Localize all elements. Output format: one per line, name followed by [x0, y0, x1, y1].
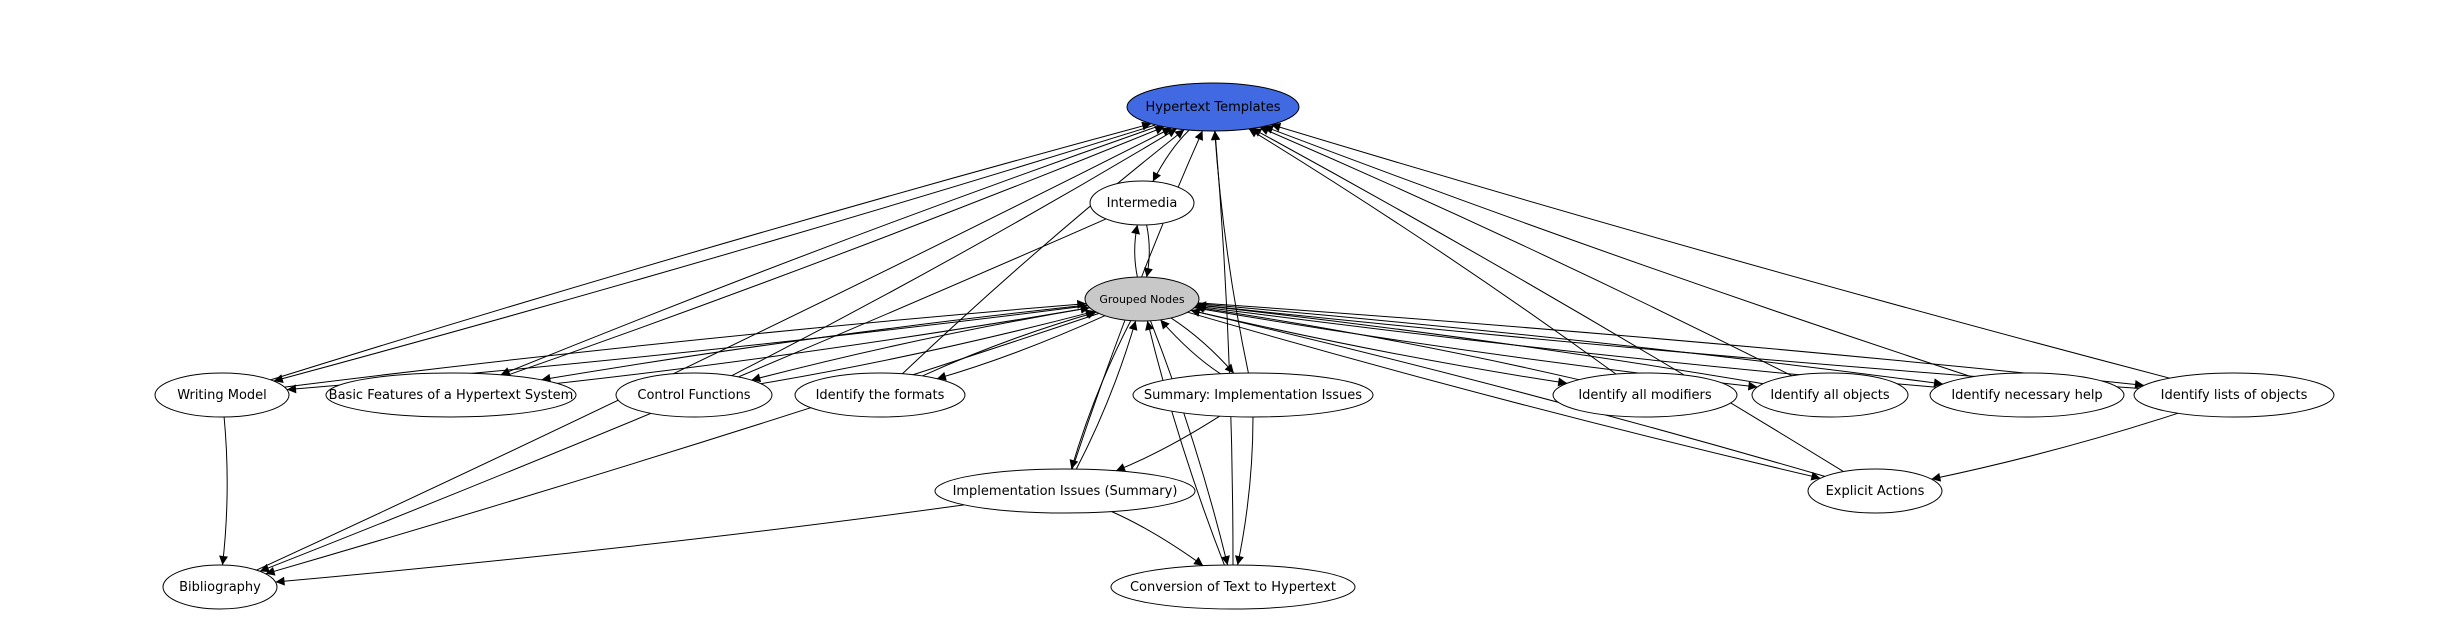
node-ea-label: Explicit Actions: [1826, 484, 1925, 499]
edge-ii-to-gn: [1075, 320, 1138, 470]
node-ii-shape: [934, 468, 1196, 514]
edge-cf-to-gn: [760, 309, 1095, 385]
node-gn-shape: [1084, 276, 1200, 322]
edge-gn-to-nh: [1197, 303, 1944, 388]
edge-gn-to-im: [1131, 224, 1140, 278]
node-cf-label: Control Functions: [637, 388, 750, 403]
edge-si-to-ct: [1235, 416, 1254, 566]
edge-nh-to-ht: [1263, 125, 1972, 378]
node-wm-label: Writing Model: [177, 388, 267, 403]
node-ea-shape: [1807, 468, 1943, 514]
node-ii-label: Implementation Issues (Summary): [953, 484, 1178, 499]
edge-si-to-gn: [1160, 319, 1221, 375]
node-bib-label: Bibliography: [179, 580, 261, 595]
node-ea[interactable]: Explicit Actions: [1807, 468, 1943, 514]
edge-ct-to-gn: [1145, 320, 1225, 566]
edge-ii-to-bib: [275, 504, 965, 586]
edge-if-to-gn: [922, 310, 1097, 377]
node-am-shape: [1552, 372, 1738, 418]
edge-ao-to-gn: [1196, 301, 1764, 385]
edge-gn-to-bib: [265, 312, 1100, 576]
edge-bf-to-ht: [506, 126, 1165, 376]
edge-gn-to-si: [1170, 317, 1235, 374]
edge-am-to-gn: [1195, 303, 1580, 381]
edge-gn-to-cf: [751, 307, 1090, 383]
node-ao[interactable]: Identify all objects: [1751, 372, 1909, 418]
node-im[interactable]: Intermedia: [1089, 180, 1195, 226]
node-bf-shape: [325, 372, 577, 418]
node-si-label: Summary: Implementation Issues: [1144, 388, 1362, 403]
node-gn-label: Grouped Nodes: [1099, 293, 1184, 306]
edge-am-to-ht: [1248, 128, 1617, 375]
node-ao-label: Identify all objects: [1770, 388, 1890, 403]
node-bf[interactable]: Basic Features of a Hypertext System: [325, 372, 577, 418]
edge-ea-to-ht: [1251, 127, 1844, 473]
edge-gn-to-if: [936, 315, 1106, 381]
node-nh-label: Identify necessary help: [1951, 388, 2102, 403]
node-am[interactable]: Identify all modifiers: [1552, 372, 1738, 418]
node-lo-label: Identify lists of objects: [2161, 388, 2308, 403]
edge-bf-to-gn: [556, 304, 1090, 384]
edge-ii-to-ct: [1111, 511, 1204, 567]
node-im-label: Intermedia: [1107, 196, 1178, 211]
edge-si-to-ht: [1210, 130, 1249, 374]
node-bib[interactable]: Bibliography: [162, 564, 278, 610]
edge-ht-to-wm: [273, 124, 1156, 384]
node-if[interactable]: Identify the formats: [794, 372, 966, 418]
edge-gn-to-lo: [1198, 302, 2145, 389]
node-nh[interactable]: Identify necessary help: [1929, 372, 2125, 418]
edge-si-to-ii: [1115, 415, 1221, 472]
node-ht-shape: [1126, 82, 1300, 132]
node-if-shape: [794, 372, 966, 418]
edge-gn-to-ii: [1069, 320, 1132, 470]
node-ct-shape: [1110, 564, 1356, 610]
node-lo[interactable]: Identify lists of objects: [2133, 372, 2335, 418]
node-ht-label: Hypertext Templates: [1146, 100, 1281, 115]
edge-if-to-ht: [902, 129, 1185, 375]
node-si-shape: [1132, 372, 1374, 418]
edge-layer: [219, 121, 2179, 586]
node-gn[interactable]: Grouped Nodes: [1084, 276, 1200, 322]
edge-gn-to-bf: [541, 304, 1088, 383]
edge-ct-to-ht: [1211, 130, 1234, 566]
edge-gn-to-am: [1190, 309, 1568, 387]
edge-ea-to-gn: [1190, 308, 1825, 477]
node-wm[interactable]: Writing Model: [154, 372, 290, 418]
edge-cf-to-ht: [731, 128, 1177, 377]
edge-wm-to-bib: [219, 416, 228, 566]
node-if-label: Identify the formats: [816, 388, 945, 403]
node-ao-shape: [1751, 372, 1909, 418]
node-bf-label: Basic Features of a Hypertext System: [329, 388, 574, 403]
node-ct-label: Conversion of Text to Hypertext: [1130, 580, 1336, 595]
edge-ht-to-im: [1152, 129, 1190, 182]
node-ht[interactable]: Hypertext Templates: [1126, 82, 1300, 132]
edge-lo-to-ea: [1931, 412, 2179, 482]
node-ii[interactable]: Implementation Issues (Summary): [934, 468, 1196, 514]
node-bib-shape: [162, 564, 278, 610]
edge-gn-to-ea: [1187, 311, 1821, 481]
edge-wm-to-ht: [270, 121, 1152, 381]
node-wm-shape: [154, 372, 290, 418]
edge-wm-to-gn: [284, 299, 1087, 388]
node-si[interactable]: Summary: Implementation Issues: [1132, 372, 1374, 418]
node-cf-shape: [615, 372, 773, 418]
node-nh-shape: [1929, 372, 2125, 418]
edge-ao-to-ht: [1259, 126, 1793, 377]
edge-lo-to-ht: [1271, 122, 2170, 379]
edge-ht-to-bf: [500, 125, 1160, 376]
node-cf[interactable]: Control Functions: [615, 372, 773, 418]
edge-im-to-gn: [1144, 224, 1153, 278]
node-am-label: Identify all modifiers: [1578, 388, 1712, 403]
edge-gn-to-ct: [1150, 320, 1230, 566]
node-lo-shape: [2133, 372, 2335, 418]
node-im-shape: [1089, 180, 1195, 226]
node-ct[interactable]: Conversion of Text to Hypertext: [1110, 564, 1356, 610]
